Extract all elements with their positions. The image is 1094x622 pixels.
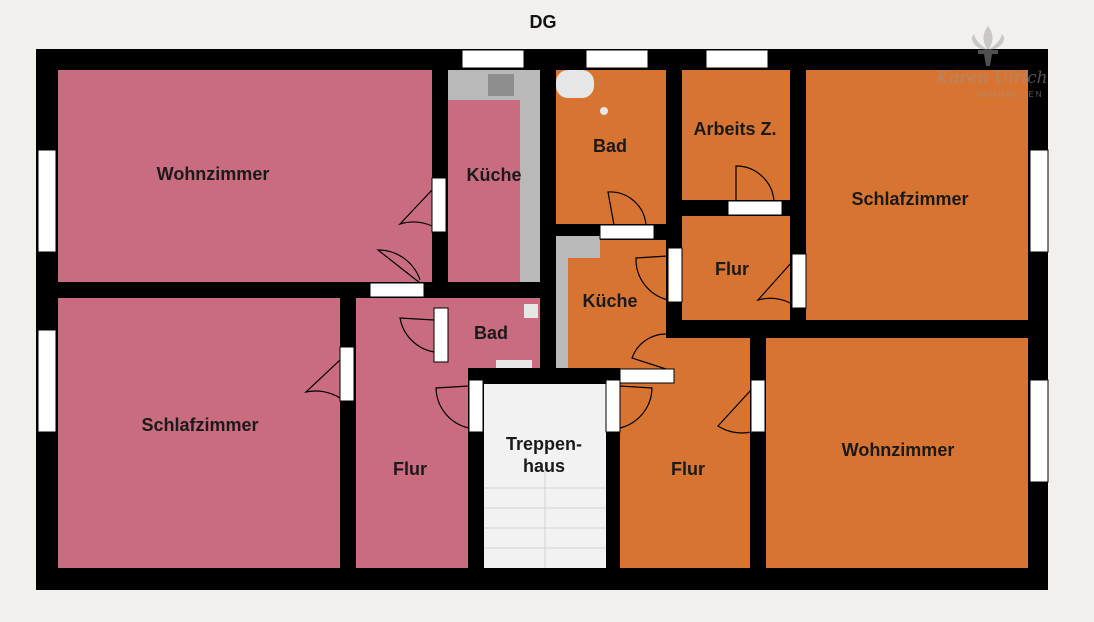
room-right-schlafzimmer xyxy=(806,70,1028,320)
label-right-kueche: Küche xyxy=(582,291,638,311)
label-right-schlafzimmer: Schlafzimmer xyxy=(851,189,969,209)
window-top-3 xyxy=(705,49,769,69)
label-treppenhaus: Treppen- haus xyxy=(505,434,582,476)
windows xyxy=(37,49,1049,483)
label-left-wohnzimmer: Wohnzimmer xyxy=(156,164,270,184)
room-right-flur-top xyxy=(682,216,790,320)
label-right-bad: Bad xyxy=(592,136,627,156)
kitchen-counter-right-side xyxy=(556,258,568,368)
label-right-flur-top: Flur xyxy=(715,259,749,279)
room-left-schlafzimmer xyxy=(58,298,340,568)
kitchen-counter-right xyxy=(556,236,600,258)
label-left-flur: Flur xyxy=(393,459,427,479)
window-right-1 xyxy=(1029,149,1049,253)
kitchen-counter-left-side xyxy=(520,100,540,282)
window-top-1 xyxy=(461,49,525,69)
bathtub-right xyxy=(556,70,594,98)
label-left-bad: Bad xyxy=(473,323,508,343)
label-right-flur-bottom: Flur xyxy=(671,459,705,479)
label-left-schlafzimmer: Schlafzimmer xyxy=(141,415,259,435)
bath-fixture-left xyxy=(496,360,532,368)
room-left-wohnzimmer xyxy=(58,70,432,282)
watermark-logo: Karen Ulrich IMMOBILIEN xyxy=(912,20,1072,100)
label-left-kueche: Küche xyxy=(466,165,522,185)
stair-steps xyxy=(484,470,606,568)
room-right-wohnzimmer xyxy=(766,338,1028,568)
floor-title: DG xyxy=(529,12,557,32)
sink-left-bad xyxy=(524,304,538,318)
door-swings xyxy=(304,165,793,434)
window-left-2 xyxy=(37,329,57,433)
watermark-subtitle: IMMOBILIEN xyxy=(976,90,1044,99)
label-right-arbeitszimmer: Arbeits Z. xyxy=(693,119,777,139)
door-thresholds xyxy=(339,177,807,433)
window-left-1 xyxy=(37,149,57,253)
window-top-2 xyxy=(585,49,649,69)
toilet-right xyxy=(600,107,608,115)
watermark-name: Karen Ulrich xyxy=(936,68,1048,88)
window-right-2 xyxy=(1029,379,1049,483)
fleur-de-lis-icon xyxy=(971,26,1005,66)
stove-left xyxy=(488,74,514,96)
label-right-wohnzimmer: Wohnzimmer xyxy=(841,440,955,460)
